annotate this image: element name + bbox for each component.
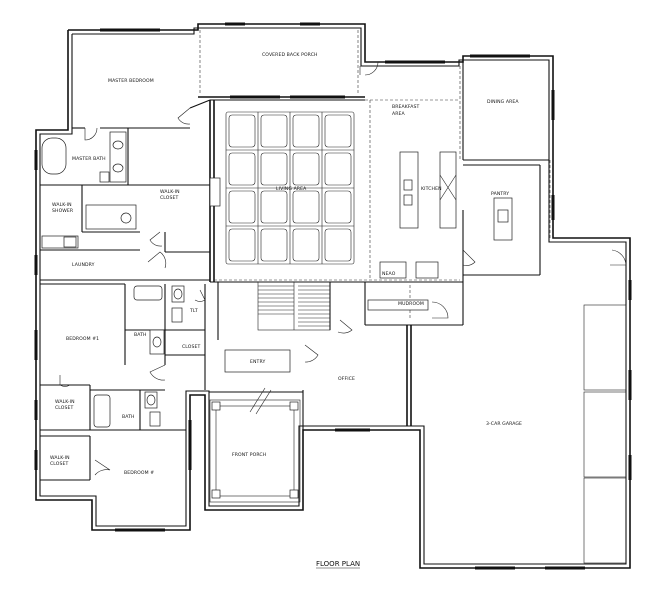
windows: [34, 22, 632, 570]
dashed-lines: [199, 30, 551, 320]
label-garage: 3-CAR GARAGE: [486, 421, 522, 427]
living-area-ceiling-grid: [225, 111, 355, 265]
fixtures: [41, 131, 627, 564]
plan-title: FLOOR PLAN: [316, 560, 360, 568]
label-pantry: PANTRY: [491, 191, 509, 197]
label-walk-in-closet-1-line2: CLOSET: [55, 405, 74, 411]
label-master-bath: MASTER BATH: [72, 156, 106, 162]
label-breakfast-area-line2: AREA: [392, 111, 406, 117]
label-tlt: TLT: [189, 308, 198, 314]
label-mudroom: MUDROOM: [398, 301, 424, 307]
staircase: [257, 281, 331, 331]
label-office: OFFICE: [338, 376, 355, 382]
label-bedroom-2: BEDROOM #: [124, 470, 154, 476]
label-bath-1: BATH: [134, 332, 147, 338]
label-walk-in-closet-2-line2: CLOSET: [50, 461, 69, 467]
label-walk-in-shower-1: WALK-IN: [52, 202, 72, 208]
interior-walls: [40, 62, 549, 481]
label-covered-back-porch: COVERED BACK PORCH: [262, 52, 318, 58]
label-walk-in-closet-1-line1: WALK-IN: [55, 399, 75, 405]
label-breakfast-area-line1: BREAKFAST: [392, 104, 419, 110]
label-walk-in-shower-2: SHOWER: [52, 208, 74, 214]
label-kitchen: KITCHEN: [421, 186, 442, 192]
label-closet: CLOSET: [182, 344, 201, 350]
doors: [59, 61, 627, 476]
label-dining-area: DINING AREA: [487, 99, 519, 105]
label-entry: ENTRY: [250, 359, 265, 365]
label-front-porch: FRONT PORCH: [232, 452, 266, 458]
label-walk-in-closet-2-line1: WALK-IN: [50, 455, 70, 461]
label-living-area: LIVING AREA: [276, 186, 307, 192]
label-bath-2: BATH: [122, 414, 135, 420]
label-laundry: LAUNDRY: [72, 262, 95, 268]
label-range: NEAO: [382, 271, 396, 277]
label-master-bedroom: MASTER BEDROOM: [108, 78, 154, 84]
label-walk-in-closet-master-2: CLOSET: [160, 195, 179, 201]
label-walk-in-closet-master-1: WALK-IN: [160, 189, 180, 195]
room-labels: MASTER BEDROOM COVERED BACK PORCH BREAKF…: [50, 52, 522, 476]
label-bedroom-1: BEDROOM #1: [66, 336, 99, 342]
